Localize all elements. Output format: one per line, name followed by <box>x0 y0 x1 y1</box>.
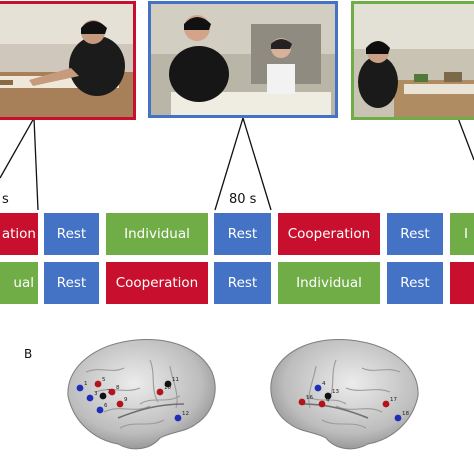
connector-left-a <box>0 117 35 179</box>
channel-number: 17 <box>390 397 397 403</box>
channel-markers-left: 1356789101112 <box>76 377 189 422</box>
block-individual: ual <box>0 262 38 304</box>
channel-number: 9 <box>124 397 128 403</box>
channel-number: 6 <box>104 403 108 409</box>
duration-label-left: s <box>2 192 9 207</box>
connector-mid-b <box>242 117 272 211</box>
channel-dot <box>394 414 402 422</box>
channel-dot <box>99 392 107 400</box>
photo-individual-session <box>351 1 474 120</box>
cooperation-scene-image <box>0 4 133 117</box>
channel-dot <box>382 400 390 408</box>
channel-dot <box>108 388 116 396</box>
channel-number: 1 <box>84 381 88 387</box>
channel-dot <box>318 400 326 408</box>
channel-number: 16 <box>306 395 313 401</box>
block-rest: Rest <box>214 213 271 255</box>
panel-b-label: B <box>24 347 33 361</box>
block-rest: Rest <box>387 262 443 304</box>
channel-number: 3 <box>94 391 98 397</box>
connector-left-b <box>33 117 39 211</box>
channel-dot <box>324 392 332 400</box>
channel-number: 8 <box>116 385 120 391</box>
channel-dot <box>174 414 182 422</box>
block-rest: Rest <box>214 262 271 304</box>
block-cooperation: ation <box>0 213 38 255</box>
block-rest: Rest <box>44 262 99 304</box>
photo-cooperation-session <box>0 1 136 120</box>
connector-right-a <box>457 117 474 161</box>
channel-number: 11 <box>172 377 179 383</box>
channel-number: 6 <box>326 397 330 403</box>
brain-right-sulcus <box>301 403 369 419</box>
block-cooperation <box>450 262 474 304</box>
brain-right-surface <box>270 339 419 450</box>
channel-dot <box>116 400 124 408</box>
channel-number: 5 <box>102 377 106 383</box>
duration-label-middle: 80 s <box>229 192 257 207</box>
photo-rest-session <box>148 1 338 118</box>
channel-dot <box>76 384 84 392</box>
channel-number: 13 <box>332 389 339 395</box>
connector-mid-a <box>214 117 244 211</box>
block-individual: I <box>450 213 474 255</box>
brain-left-gyri <box>85 359 181 429</box>
channel-dot <box>298 398 306 406</box>
channel-dot <box>94 380 102 388</box>
channel-number: 12 <box>182 411 189 417</box>
rest-scene-image <box>151 4 335 115</box>
block-cooperation: Cooperation <box>106 262 208 304</box>
channel-dot <box>86 394 94 402</box>
brain-left-sulcus <box>117 403 185 419</box>
individual-scene-image <box>354 4 474 117</box>
channel-number: 10 <box>164 385 171 391</box>
channel-dot <box>314 384 322 392</box>
channel-markers-right: 4 613 16 17 18 <box>298 381 409 422</box>
channel-dot <box>156 388 164 396</box>
block-rest: Rest <box>387 213 443 255</box>
channel-number: 4 <box>322 381 326 387</box>
channel-number: 18 <box>402 411 409 417</box>
block-individual: Individual <box>106 213 208 255</box>
channel-dot <box>96 406 104 414</box>
channel-dot <box>164 380 172 388</box>
brain-right-gyri <box>305 359 401 429</box>
brain-left-surface <box>67 339 216 450</box>
block-individual: Individual <box>278 262 380 304</box>
block-cooperation: Cooperation <box>278 213 380 255</box>
block-rest: Rest <box>44 213 99 255</box>
